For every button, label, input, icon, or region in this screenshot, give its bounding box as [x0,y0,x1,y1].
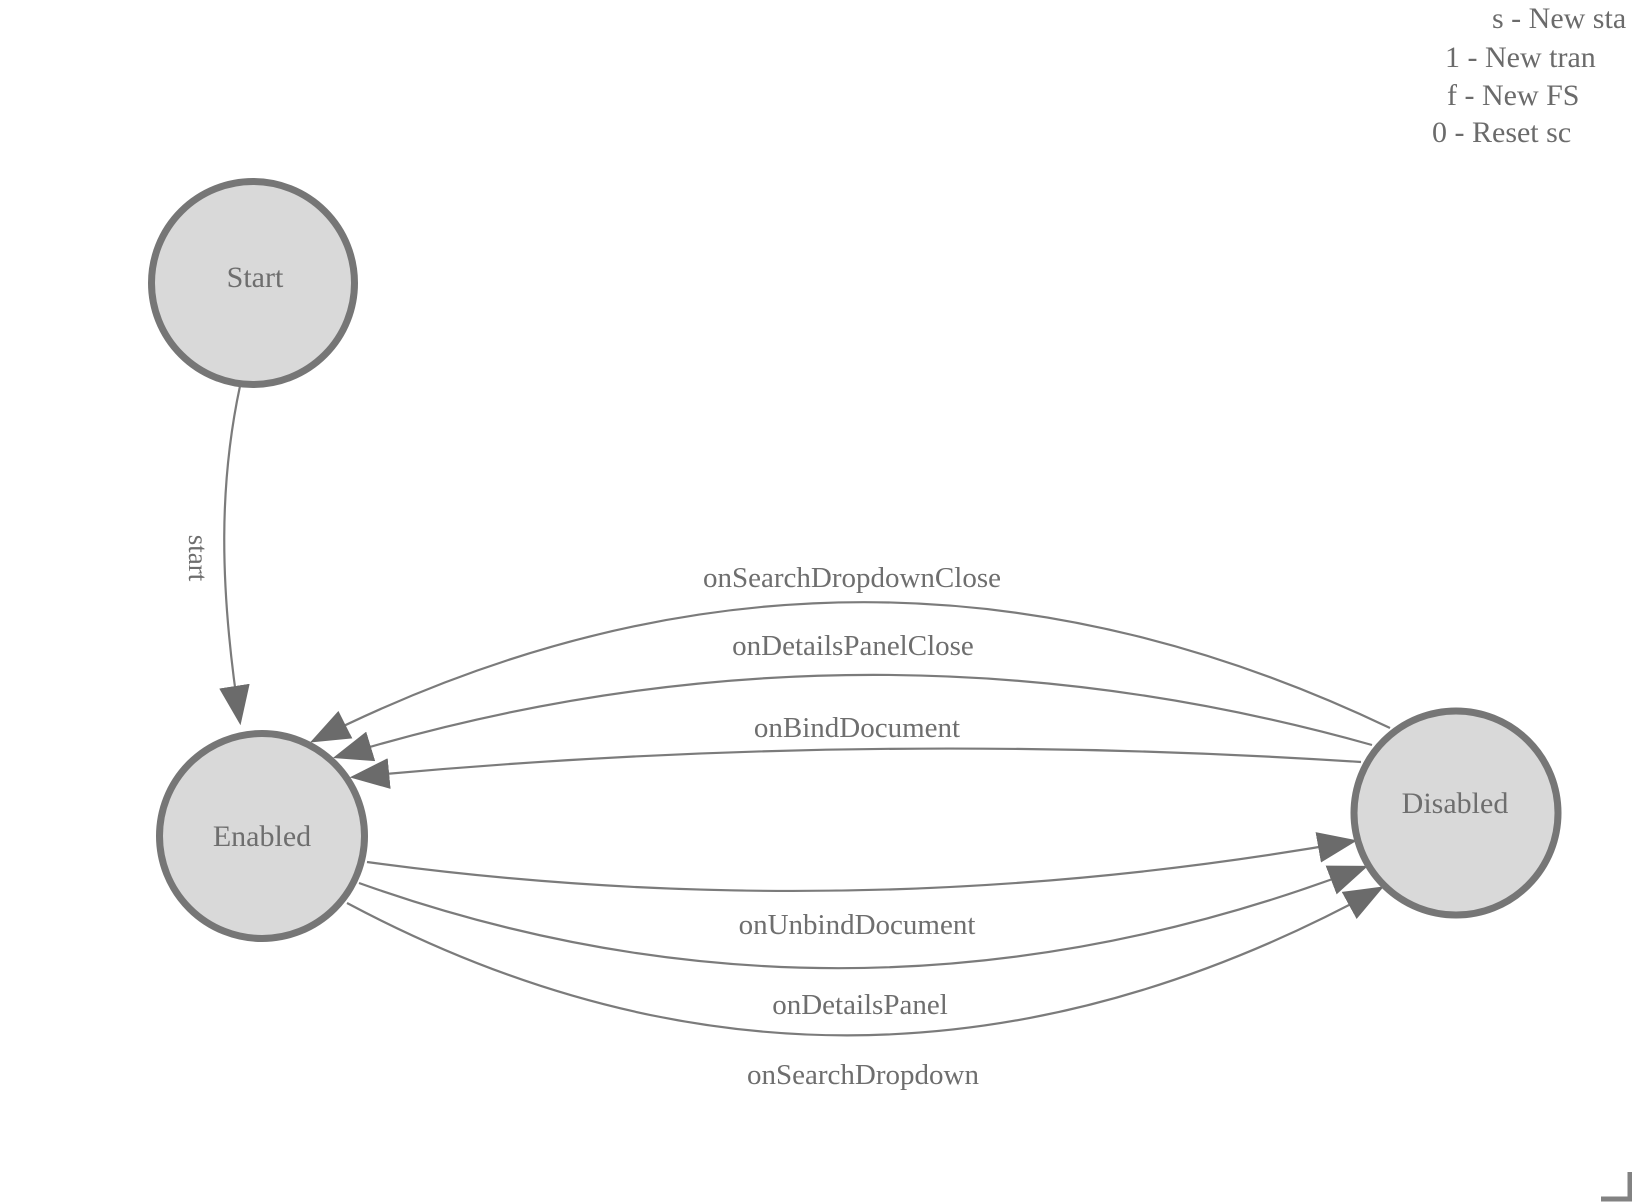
transition-onBindDocument[interactable] [349,747,1362,789]
state-start-label: Start [227,261,284,294]
canvas-corner-mark [1601,1172,1632,1202]
transition-onDetailsPanelClose[interactable] [332,673,1373,762]
state-start-circle[interactable] [148,178,358,388]
transition-onSearchDropdownClose[interactable] [310,601,1391,743]
transition-label-onDetailsPanel[interactable]: onDetailsPanel [772,989,948,1021]
legend-line-new-transition: 1 - New tran [1445,41,1596,74]
transition-label-onSearchDropdown[interactable]: onSearchDropdown [747,1059,979,1091]
state-disabled-label: Disabled [1402,787,1509,820]
legend-line-new-state: s - New sta [1492,2,1626,35]
transition-label-onSearchDropdownClose[interactable]: onSearchDropdownClose [703,562,1001,594]
transition-onSearchDropdown[interactable] [346,886,1384,1037]
legend-line-new-fsm: f - New FS [1447,79,1580,112]
transition-start[interactable] [219,385,250,726]
state-disabled-circle[interactable] [1350,707,1562,919]
shortcut-legend: s - New sta 1 - New tran f - New FS 0 - … [1432,2,1626,149]
transition-label-onDetailsPanelClose[interactable]: onDetailsPanelClose [732,630,974,662]
state-enabled[interactable]: Enabled [156,730,368,942]
transition-label-onBindDocument[interactable]: onBindDocument [754,712,960,744]
transition-start-label[interactable]: start [183,535,213,582]
transition-onDetailsPanel[interactable] [358,865,1369,970]
state-enabled-label: Enabled [213,820,311,853]
state-disabled[interactable]: Disabled [1350,707,1562,919]
legend-line-reset: 0 - Reset sc [1432,116,1571,149]
state-enabled-circle[interactable] [156,730,368,942]
transition-onUnbindDocument[interactable] [366,832,1358,893]
state-start[interactable]: Start [148,178,358,388]
transition-label-onUnbindDocument[interactable]: onUnbindDocument [739,909,976,941]
